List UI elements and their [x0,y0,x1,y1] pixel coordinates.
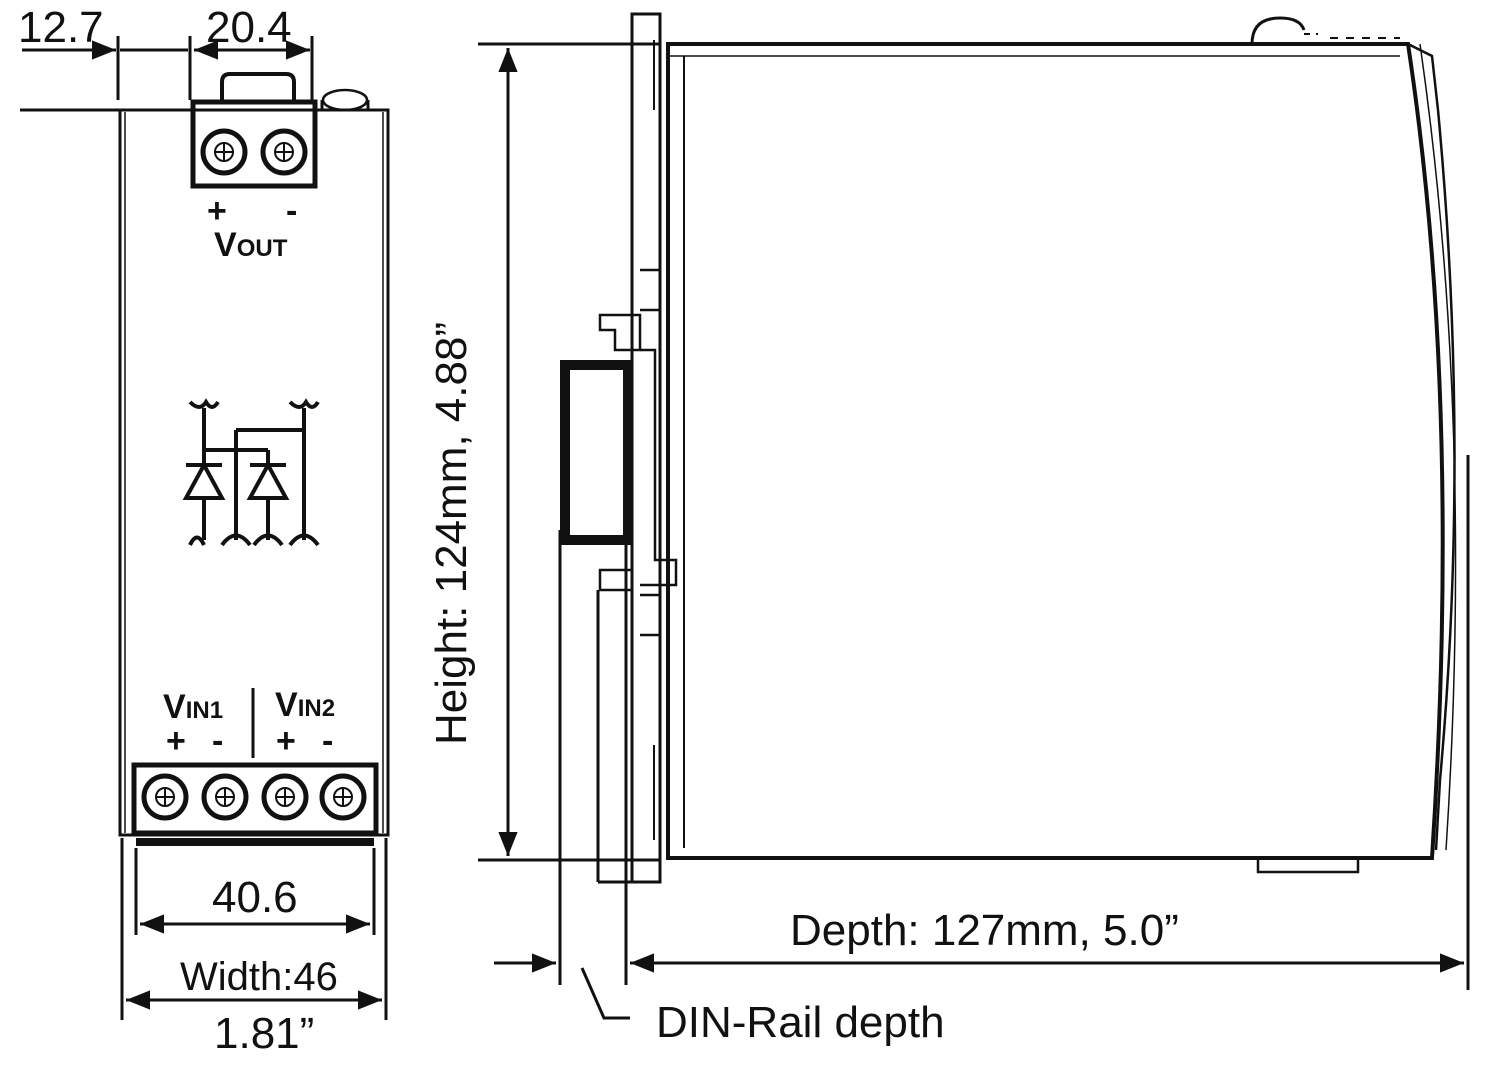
vin1-plus-screw [141,773,189,821]
vout-minus-label: - [286,192,297,230]
side-view [478,12,1470,1020]
diode-symbol-icon [182,398,320,547]
dim-depth-label: Depth: 127mm, 5.0” [790,906,1179,955]
dim-height-label: Height: 124mm, 4.88” [427,322,476,745]
vin2-plus-screw [261,773,309,821]
vout-label: VOUT [214,226,288,264]
vout-minus-screw [260,128,308,176]
vin2-plus-label: + [276,722,296,760]
vout-plus-screw [200,128,248,176]
dim-inner-width-label: 40.6 [212,873,298,922]
vin2-minus-label: - [322,722,333,760]
vin1-plus-label: + [166,722,186,760]
dim-width-inch-label: 1.81” [214,1009,314,1058]
dim-offset-label: 12.7 [18,3,104,52]
dim-terminal-width-label: 20.4 [206,3,292,52]
vin1-label: VIN1 [163,688,223,726]
vin1-minus-label: - [212,722,223,760]
front-view [20,36,390,1020]
vin2-minus-screw [319,773,367,821]
vin2-label: VIN2 [275,686,335,724]
vout-plus-label: + [207,192,227,230]
vin1-minus-screw [201,773,249,821]
din-rail-depth-label: DIN-Rail depth [656,998,945,1047]
dim-width-label: Width:46 [180,955,338,999]
